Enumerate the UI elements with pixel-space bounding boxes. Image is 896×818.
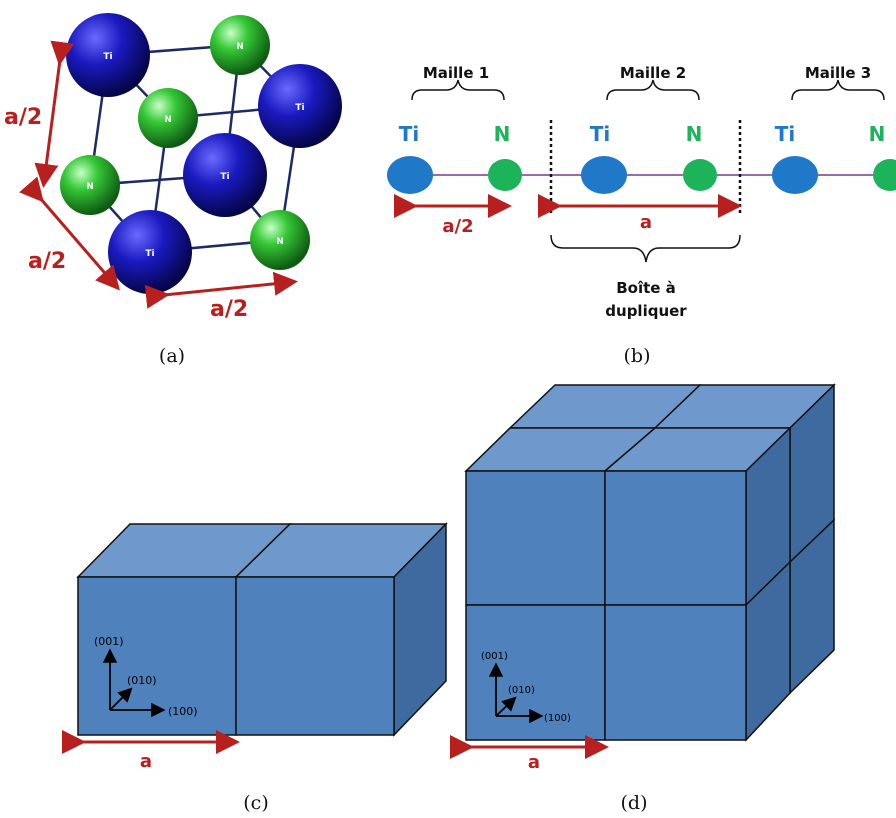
ti-atom-label: Ti: [295, 103, 304, 113]
ti-label: Ti: [399, 122, 420, 146]
maille-braces: [411, 79, 885, 101]
box-front: [604, 604, 747, 741]
edge-label: a/2: [210, 297, 248, 322]
edge-label: a/2: [4, 105, 42, 130]
box-label-line2: dupliquer: [605, 302, 687, 320]
box-label-line1: Boîte à: [616, 279, 676, 297]
ti-atom: [66, 13, 150, 97]
ti-atom: [183, 133, 267, 217]
ti-atom-label: Ti: [103, 52, 112, 62]
caption-d: (d): [621, 792, 648, 814]
a-label: a: [528, 752, 540, 773]
axis-010-label: (010): [127, 674, 157, 687]
ti-atom: [581, 156, 627, 194]
maille-label: Maille 3: [805, 64, 871, 82]
axis-100-label: (100): [544, 713, 571, 724]
box-front: [604, 470, 747, 606]
axis-001-label: (001): [94, 635, 124, 648]
ti-label: Ti: [775, 122, 796, 146]
ti-atom: [258, 64, 342, 148]
box-front: [77, 576, 237, 736]
n-atom-label: N: [236, 42, 244, 52]
ti-atom-label: Ti: [220, 172, 229, 182]
maille-label: Maille 1: [423, 64, 489, 82]
box-front: [465, 470, 606, 606]
axis-010-label: (010): [508, 685, 535, 696]
n-atom-label: N: [86, 182, 94, 192]
axis-001-label: (001): [481, 651, 508, 662]
ti-atom: [772, 156, 818, 194]
n-atom: [683, 159, 717, 191]
n-atom: [138, 88, 198, 148]
n-atom: [873, 159, 896, 191]
panel-a-crystal: Ti N Ti N Ti N N Ti a/2 a/2 a/2 (a): [4, 13, 342, 367]
n-atom-label: N: [276, 237, 284, 247]
caption-b: (b): [624, 345, 651, 367]
n-label: N: [686, 122, 703, 146]
n-atom: [250, 210, 310, 270]
ti-label: Ti: [590, 122, 611, 146]
caption-a: (a): [159, 345, 185, 367]
a-label: a: [640, 212, 652, 233]
axis-100-label: (100): [168, 705, 198, 718]
panel-b-chain: Maille 1 Maille 2 Maille 3 Ti N Ti N Ti …: [387, 64, 896, 367]
ti-atom: [387, 156, 433, 194]
panel-d-axes: (001) (010) (100) a (d): [450, 651, 648, 814]
n-atom: [210, 15, 270, 75]
caption-c: (c): [243, 792, 268, 814]
box-front: [235, 576, 395, 736]
n-label: N: [494, 122, 511, 146]
a-label: a: [140, 751, 152, 772]
box-brace: [550, 234, 741, 263]
dimension-arrows: [19, 40, 298, 309]
panel-c-boxes: [76, 522, 448, 737]
edge-label: a/2: [28, 249, 66, 274]
n-label: N: [869, 122, 886, 146]
half-a-label: a/2: [442, 216, 473, 237]
n-atom: [488, 159, 522, 191]
ti-atom-label: Ti: [145, 249, 154, 259]
box-front: [465, 604, 606, 741]
n-atom-label: N: [164, 115, 172, 125]
maille-label: Maille 2: [620, 64, 686, 82]
panel-c-axes: (001) (010) (100) a (c): [62, 635, 269, 814]
